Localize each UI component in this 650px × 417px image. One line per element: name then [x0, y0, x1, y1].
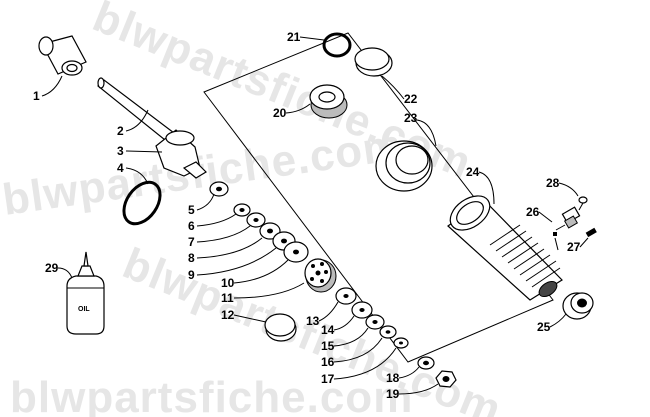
leader-line-23 [416, 119, 437, 147]
callout-28: 28 [546, 176, 560, 190]
part-29-oil-bottle: OIL [66, 251, 105, 335]
callout-21: 21 [287, 30, 301, 44]
leader-line-15 [333, 327, 369, 347]
leader-line-28 [558, 182, 579, 197]
part-2-shaft [97, 77, 179, 145]
callout-17: 17 [321, 372, 335, 386]
callout-20: 20 [273, 106, 287, 120]
part-26-valve [553, 206, 581, 251]
callout-9: 9 [188, 268, 195, 282]
part-22-band [354, 47, 393, 77]
part-1-cap [38, 35, 87, 76]
part-25-bushing [562, 292, 594, 320]
leader-line-29 [57, 267, 73, 279]
callout-22: 22 [404, 92, 418, 106]
leader-line-1 [41, 75, 63, 97]
part-20-reservoir-piston [309, 84, 348, 119]
leader-line-9 [196, 247, 277, 276]
callout-4: 4 [117, 161, 124, 175]
part-3-seal-head [155, 129, 207, 179]
callout-14: 14 [321, 323, 335, 337]
callout-15: 15 [321, 339, 335, 353]
leader-line-5 [196, 193, 215, 211]
leader-line-17 [333, 347, 397, 380]
callout-6: 6 [188, 219, 195, 233]
callout-2: 2 [117, 124, 124, 138]
leader-line-7 [196, 225, 251, 243]
leader-lines [41, 36, 589, 395]
leader-line-4 [125, 167, 149, 185]
callout-11: 11 [221, 291, 234, 305]
leader-line-22 [381, 75, 405, 100]
service-group-outline [203, 32, 554, 363]
leader-line-18 [398, 366, 420, 379]
leader-line-8 [196, 237, 263, 259]
leader-line-27 [579, 237, 589, 248]
washer-stack-upper [209, 181, 309, 263]
part-19-nut [435, 370, 457, 388]
callout-10: 10 [221, 276, 235, 290]
part-23-ring [375, 140, 433, 192]
leader-line-10 [233, 259, 289, 284]
leader-line-24 [478, 171, 495, 205]
callout-3: 3 [117, 144, 124, 158]
callout-29: 29 [45, 261, 59, 275]
washer-stack-lower [335, 287, 409, 349]
leader-line-14 [333, 315, 355, 331]
callout-8: 8 [188, 251, 195, 265]
leader-line-19 [398, 383, 439, 395]
leader-line-6 [196, 213, 237, 227]
part-18-washer [417, 356, 435, 370]
callout-18: 18 [386, 371, 400, 385]
part-24-body [447, 195, 563, 301]
callout-13: 13 [306, 314, 320, 328]
part-21-o-ring [322, 32, 352, 58]
callout-19: 19 [386, 387, 400, 401]
leader-line-16 [333, 337, 383, 363]
leader-line-12 [233, 314, 267, 323]
part-4-o-ring [122, 180, 162, 226]
part-28-screw [578, 196, 588, 211]
callout-16: 16 [321, 355, 335, 369]
callout-5: 5 [188, 203, 195, 217]
part-27-cap [585, 227, 597, 238]
oil-label: OIL [78, 306, 90, 313]
leader-line-26 [538, 211, 553, 223]
leader-line-21 [299, 36, 325, 41]
leader-line-25 [549, 313, 567, 328]
callout-27: 27 [567, 240, 581, 254]
watermark-text: blwpartsfiche.com [10, 373, 413, 417]
callout-26: 26 [526, 205, 540, 219]
leader-line-20 [285, 103, 311, 114]
callout-25: 25 [537, 320, 551, 334]
part-12-piston-band [264, 313, 297, 342]
leader-line-2 [125, 109, 149, 132]
callout-12: 12 [221, 308, 235, 322]
callout-1: 1 [33, 89, 40, 103]
leader-line-3 [125, 150, 163, 153]
leader-line-13 [318, 301, 339, 322]
callout-7: 7 [188, 235, 195, 249]
callout-24: 24 [466, 165, 480, 179]
callout-23: 23 [404, 111, 418, 125]
part-11-piston [304, 258, 337, 293]
leader-line-11 [233, 282, 305, 299]
